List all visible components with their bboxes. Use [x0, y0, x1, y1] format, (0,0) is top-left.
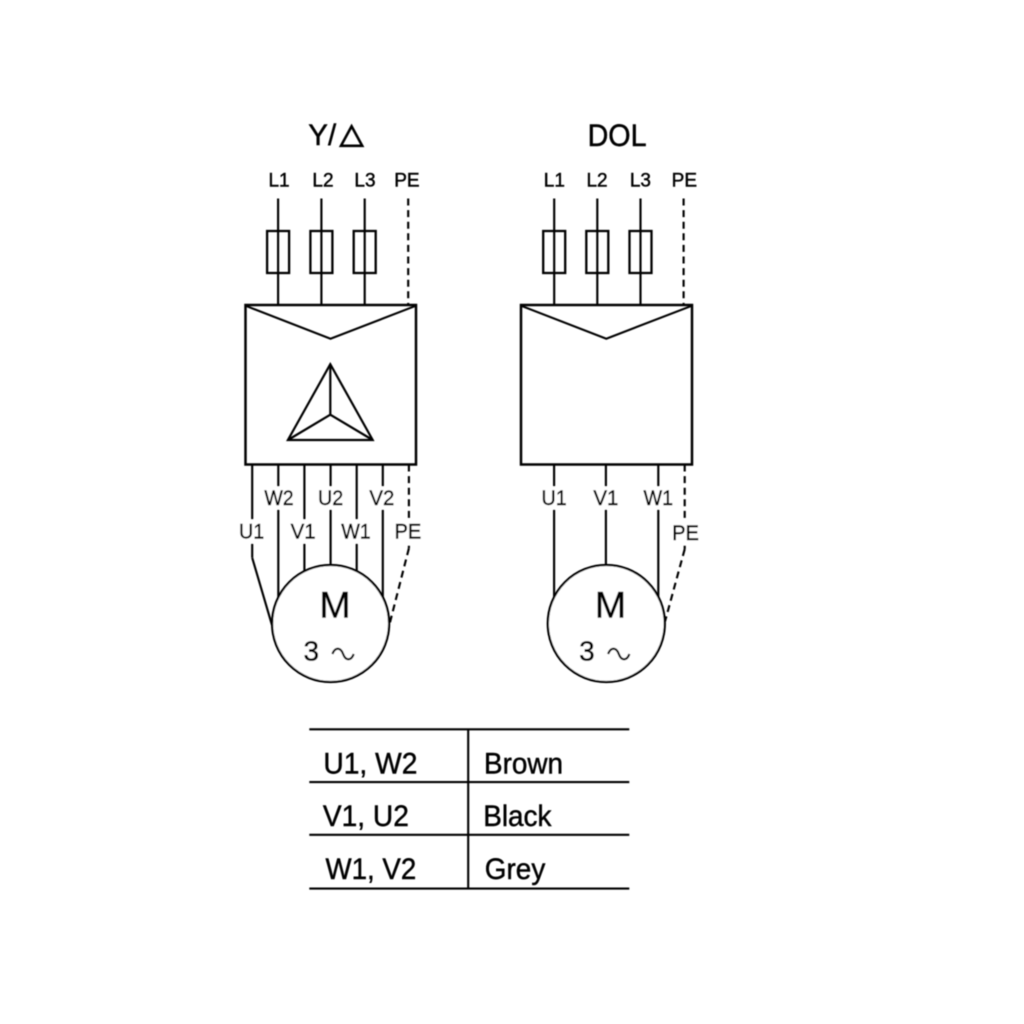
svg-text:L1: L1: [544, 170, 565, 191]
svg-text:L3: L3: [354, 170, 375, 191]
svg-text:U1: U1: [541, 487, 566, 510]
svg-text:W1: W1: [644, 487, 673, 510]
svg-text:3: 3: [579, 636, 595, 667]
svg-text:W1, V2: W1, V2: [326, 853, 417, 886]
svg-text:Black: Black: [483, 800, 552, 833]
svg-text:Brown: Brown: [484, 748, 563, 781]
svg-text:V1, U2: V1, U2: [323, 800, 409, 833]
svg-text:V1: V1: [291, 520, 316, 543]
svg-text:PE: PE: [672, 170, 697, 191]
svg-text:3: 3: [303, 636, 319, 667]
svg-text:L1: L1: [268, 170, 289, 191]
svg-text:PE: PE: [395, 520, 422, 543]
svg-text:M: M: [319, 584, 350, 626]
svg-text:Grey: Grey: [485, 853, 546, 886]
svg-text:W2: W2: [264, 487, 293, 510]
svg-text:M: M: [595, 584, 626, 626]
svg-text:U1, W2: U1, W2: [323, 748, 417, 781]
svg-text:V1: V1: [593, 487, 618, 510]
svg-text:U1: U1: [239, 520, 264, 543]
svg-text:V2: V2: [369, 487, 394, 510]
svg-text:PE: PE: [394, 170, 419, 191]
svg-text:PE: PE: [672, 522, 699, 545]
svg-text:L3: L3: [630, 170, 651, 191]
svg-text:L2: L2: [312, 170, 333, 191]
svg-text:Y/: Y/: [308, 119, 337, 152]
svg-text:L2: L2: [586, 170, 607, 191]
svg-text:DOL: DOL: [588, 117, 647, 153]
svg-text:W1: W1: [341, 520, 370, 543]
svg-text:U2: U2: [318, 487, 343, 510]
